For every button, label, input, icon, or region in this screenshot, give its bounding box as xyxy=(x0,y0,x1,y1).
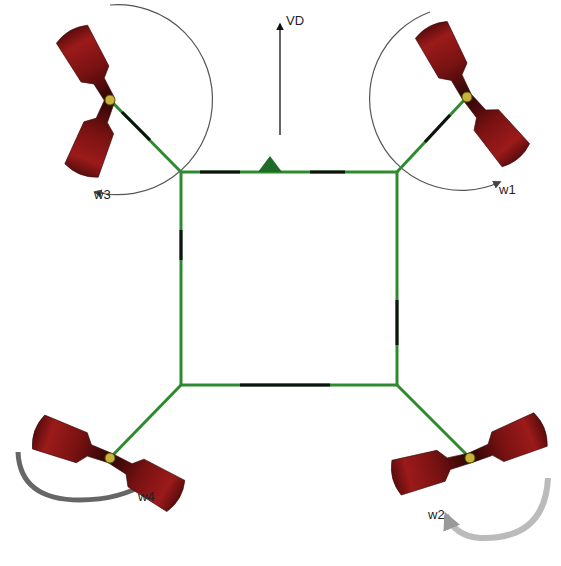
rotation-label: w1 xyxy=(499,183,516,196)
propeller-blade xyxy=(101,442,188,513)
propeller-hub xyxy=(462,92,472,102)
propeller-blade xyxy=(29,414,116,475)
propellers xyxy=(29,18,551,514)
propeller-hub xyxy=(105,453,115,463)
rotation-arc xyxy=(95,5,213,195)
frame xyxy=(181,172,397,385)
propeller-blade xyxy=(414,18,483,106)
propeller-blade xyxy=(63,93,126,181)
rotation-label: w3 xyxy=(94,188,111,201)
rotation-arc xyxy=(446,478,548,538)
propeller-hub xyxy=(105,95,115,105)
frame-dark-segments xyxy=(181,172,397,385)
rotation-label: w4 xyxy=(138,490,155,503)
propeller-blade xyxy=(463,411,551,474)
velocity-arrow xyxy=(279,24,280,135)
propeller-blade xyxy=(54,22,125,109)
arm-dark-segments xyxy=(122,112,450,142)
propeller xyxy=(54,22,126,181)
propeller xyxy=(29,414,189,514)
propeller-blade xyxy=(453,85,532,169)
rotation-label: w2 xyxy=(428,508,445,521)
arms xyxy=(110,97,470,458)
propeller-blade xyxy=(388,441,475,496)
rotation-arc xyxy=(370,12,500,190)
velocity-label: VD xyxy=(286,14,304,27)
propeller xyxy=(414,18,533,170)
propeller xyxy=(388,411,551,496)
front-marker xyxy=(258,156,282,172)
propeller-hub xyxy=(465,453,475,463)
